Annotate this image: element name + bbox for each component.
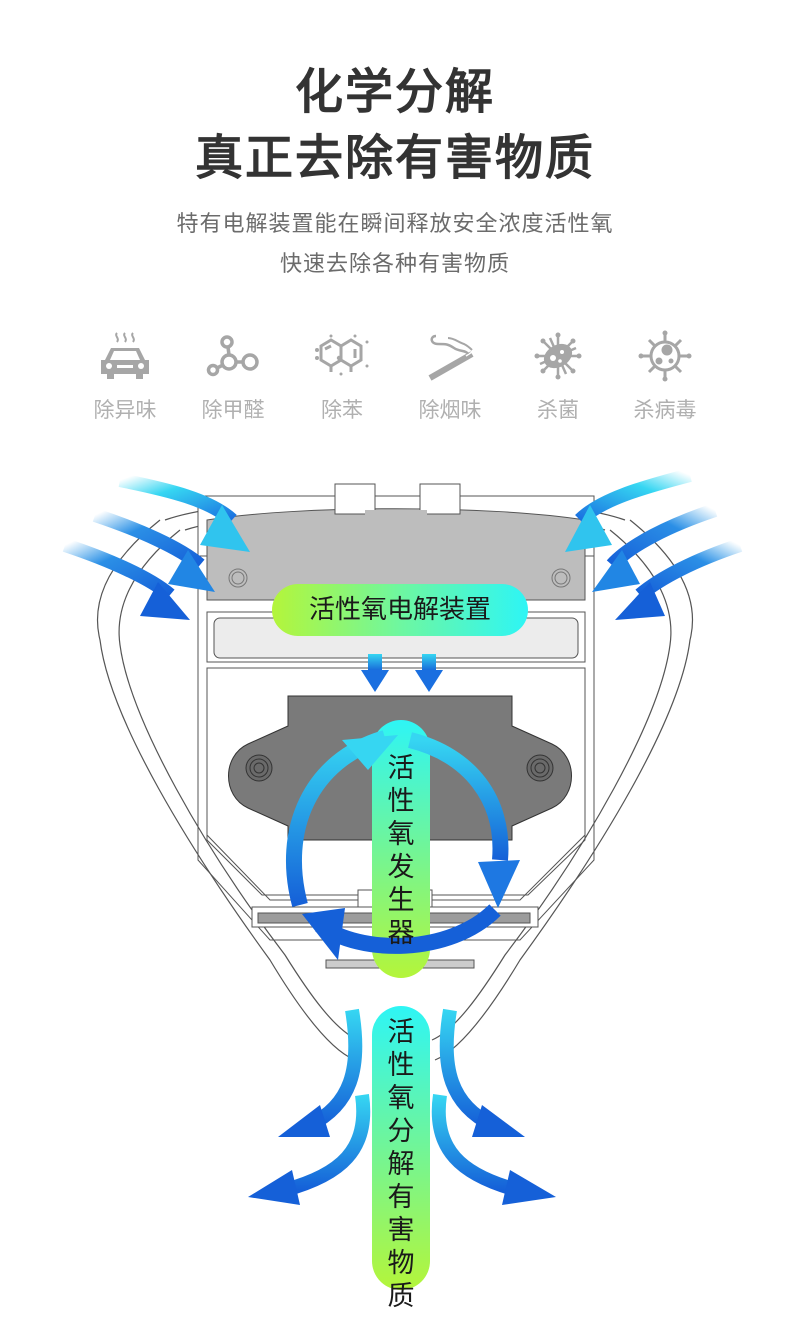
benzene-icon <box>287 330 397 382</box>
generator-char: 活 <box>387 753 415 784</box>
car-odor-icon <box>70 330 180 382</box>
subtitle-line-2: 快速去除各种有害物质 <box>279 252 510 277</box>
generator-char: 发 <box>387 852 415 883</box>
generator-char: 器 <box>387 918 415 949</box>
decompose-char: 有 <box>387 1182 415 1213</box>
feature-label: 杀病毒 <box>633 398 697 422</box>
feature-label: 杀菌 <box>537 398 579 422</box>
generator-label: 活 性 氧 发 生 器 <box>381 752 421 950</box>
inflow-arrows-right <box>565 468 743 620</box>
feature-sterilize: 杀菌 <box>503 330 613 424</box>
decompose-char: 物 <box>387 1248 415 1279</box>
decompose-char: 分 <box>387 1116 415 1147</box>
decompose-char: 氧 <box>387 1083 415 1114</box>
generator-pill <box>372 720 430 978</box>
decompose-label: 活 性 氧 分 解 有 害 物 质 <box>381 1016 421 1313</box>
circulation-arrows <box>285 730 520 960</box>
feature-label: 除烟味 <box>418 398 482 422</box>
decompose-char: 解 <box>387 1149 415 1180</box>
generator-char: 氧 <box>387 819 415 850</box>
generator-char: 生 <box>387 885 415 916</box>
decompose-char: 质 <box>387 1281 415 1312</box>
virus-icon <box>610 330 720 382</box>
feature-label: 除苯 <box>321 398 363 422</box>
outflow-arrows <box>248 1008 556 1205</box>
electrolysis-label: 活性氧电解装置 <box>308 595 491 625</box>
feature-remove-benzene: 除苯 <box>287 330 397 424</box>
title-line-1: 化学分解 <box>294 64 495 120</box>
decompose-pill <box>372 1006 430 1290</box>
down-arrows <box>361 654 443 692</box>
decompose-char: 害 <box>387 1215 415 1246</box>
molecule-icon <box>178 330 288 382</box>
feature-remove-odor: 除异味 <box>70 330 180 424</box>
oxygen-generator-diagram <box>62 468 743 1290</box>
feature-kill-virus: 杀病毒 <box>610 330 720 424</box>
cigarette-icon <box>395 330 505 382</box>
subtitle-line-1: 特有电解装置能在瞬间释放安全浓度活性氧 <box>176 212 614 237</box>
decompose-char: 性 <box>387 1050 415 1081</box>
feature-remove-formaldehyde: 除甲醛 <box>178 330 288 424</box>
feature-label: 除甲醛 <box>201 398 265 422</box>
generator-char: 性 <box>387 786 415 817</box>
bacteria-icon <box>503 330 613 382</box>
electrolysis-pill <box>272 584 528 636</box>
feature-remove-smoke: 除烟味 <box>395 330 505 424</box>
title-line-2: 真正去除有害物质 <box>194 130 595 186</box>
feature-label: 除异味 <box>93 398 157 422</box>
inflow-arrows-left <box>62 473 250 620</box>
decompose-char: 活 <box>387 1017 415 1048</box>
